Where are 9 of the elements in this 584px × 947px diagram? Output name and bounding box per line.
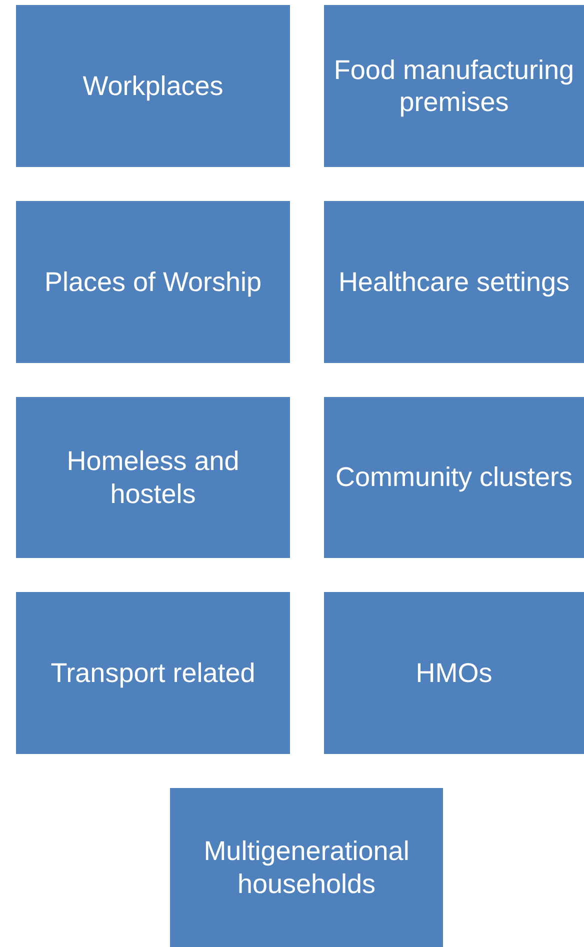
category-box: Healthcare settings	[324, 201, 584, 363]
category-box: Transport related	[16, 592, 290, 754]
category-box: HMOs	[324, 592, 584, 754]
category-box: Places of Worship	[16, 201, 290, 363]
category-box: Homeless and hostels	[16, 397, 290, 558]
category-box: Food manufacturing premises	[324, 5, 584, 167]
category-box: Community clusters	[324, 397, 584, 558]
category-box: Multigenerational households	[170, 788, 443, 947]
category-box: Workplaces	[16, 5, 290, 167]
